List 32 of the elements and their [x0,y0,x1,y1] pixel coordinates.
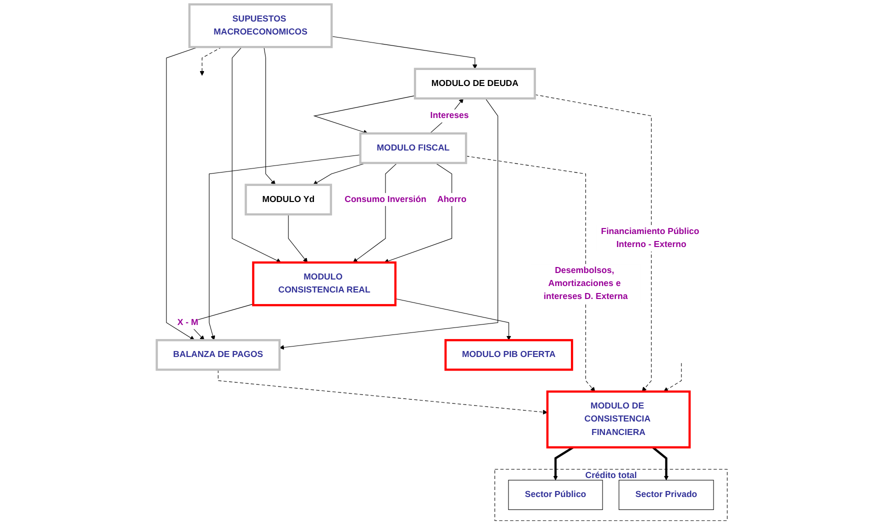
arrow [218,369,548,415]
arrow [200,46,222,76]
arrow [313,95,416,134]
arrow [534,94,652,392]
arrow [288,214,308,263]
node-box: MODULO Yd [244,184,332,216]
node-box: BALANZA DE PAGOS [156,339,281,371]
node-box: Sector Público [508,480,603,510]
node-box: MODULO DE CONSISTENCIA FINANCIERA [546,390,691,448]
arrow [466,156,596,392]
edge-label: Consumo Inversión [344,194,426,204]
node-box: SUPUESTOS MACROECONOMICOS [188,3,333,48]
arrow [331,36,478,70]
edge-label: X - M [177,318,198,328]
arrow [264,46,276,186]
node-box: Sector Privado [618,480,714,510]
arrow [232,46,282,263]
arrow [208,154,361,340]
edge-label: Intereses [430,111,469,120]
node-box: MODULO PIB OFERTA [444,339,574,371]
arrow [166,46,199,340]
arrow [663,362,682,392]
node-box: MODULO CONSISTENCIA REAL [252,261,396,306]
arrow [553,446,574,480]
edge-label: Financiamiento Público Interno - Externo [601,226,700,250]
arrow [395,298,512,340]
arrow [652,446,669,480]
arrow [384,162,452,264]
node-box: MODULO FISCAL [359,132,468,164]
node-box: MODULO DE DEUDA [414,68,536,100]
edge-label: Ahorro [437,194,466,204]
edge-label: Desembolsos, Amortizaciones e intereses D. Externa [544,266,628,302]
